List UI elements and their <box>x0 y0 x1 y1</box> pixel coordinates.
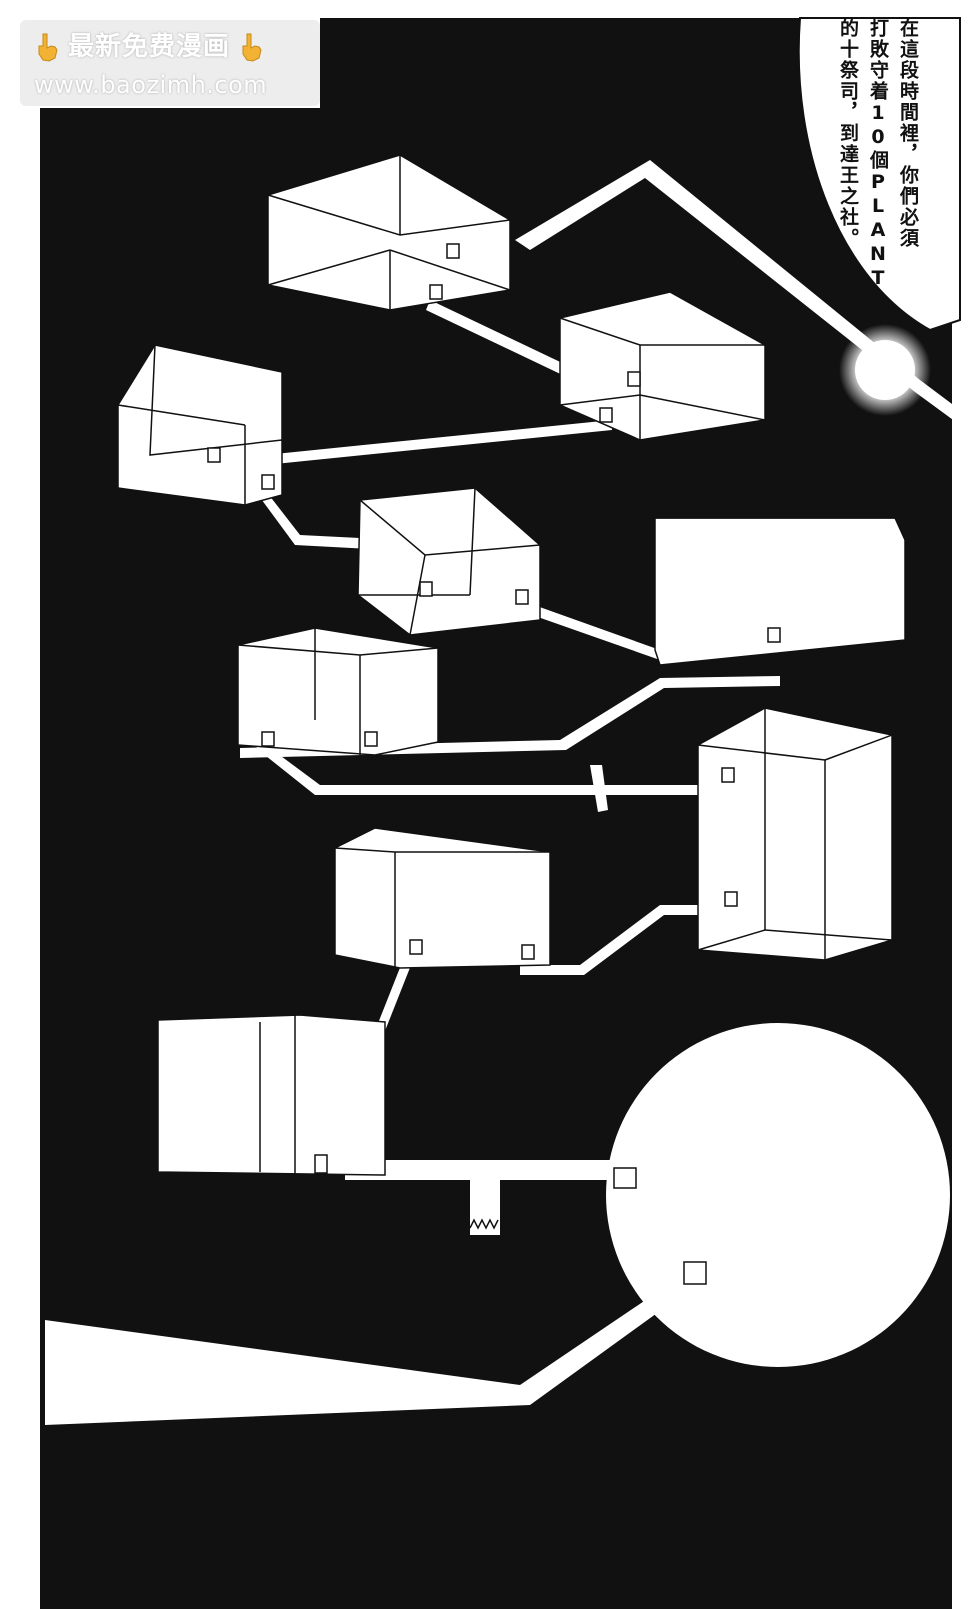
door-marks <box>207 243 781 1285</box>
pointing-down-hand-icon-right <box>242 33 262 62</box>
site-watermark: 最新免费漫画 www.baozimh.com <box>20 20 320 106</box>
zigzag-spring <box>469 1218 499 1230</box>
speech-line-2: 打敗守着10個PLANT <box>867 18 889 291</box>
watermark-url: www.baozimh.com <box>34 71 268 99</box>
floating-boxes <box>117 154 906 1176</box>
watermark-title-row: 最新免费漫画 <box>34 30 306 64</box>
speech-line-1: 在這段時間裡，你們必須 <box>897 18 919 249</box>
speech-bubble-shape <box>797 17 961 332</box>
speech-bubble-text: 在這段時間裡，你們必須 打敗守着10個PLANT 的十祭司，到達王之社。 <box>836 18 920 291</box>
speech-line-3: 的十祭司，到達王之社。 <box>837 18 859 249</box>
white-sphere <box>606 1023 950 1367</box>
pointing-down-hand-icon <box>38 33 58 62</box>
watermark-title: 最新免费漫画 <box>68 32 231 62</box>
